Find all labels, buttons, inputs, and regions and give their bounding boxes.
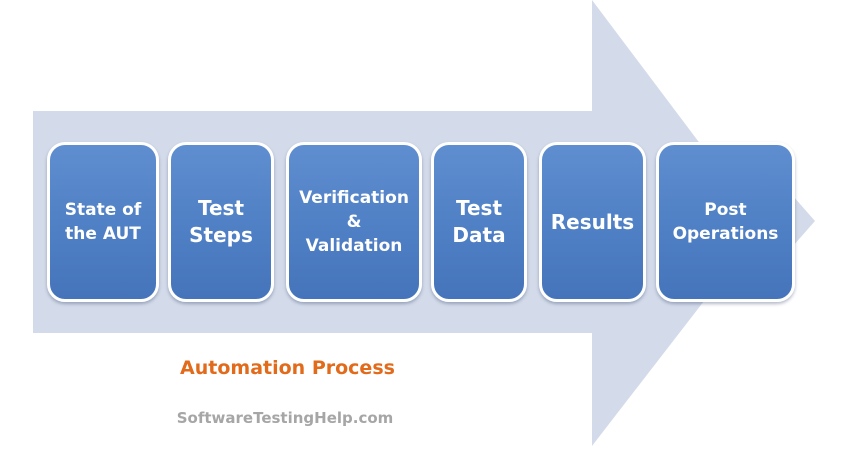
step-label: Verification & Validation [299, 188, 409, 256]
watermark-text: SoftwareTestingHelp.com [176, 409, 394, 427]
step-test-steps: Test Steps [168, 142, 274, 302]
step-label: Test Steps [189, 196, 253, 247]
diagram-title: Automation Process [180, 357, 395, 379]
arrow-tip [793, 196, 815, 246]
step-verification-validation: Verification & Validation [286, 142, 422, 302]
step-test-data: Test Data [431, 142, 527, 302]
step-state-of-aut: State of the AUT [47, 142, 159, 302]
step-label: State of the AUT [64, 200, 142, 244]
step-label: Results [550, 209, 635, 234]
step-label: Test Data [452, 196, 506, 247]
step-results: Results [539, 142, 646, 302]
step-post-operations: Post Operations [656, 142, 795, 302]
step-label: Post Operations [672, 200, 779, 244]
